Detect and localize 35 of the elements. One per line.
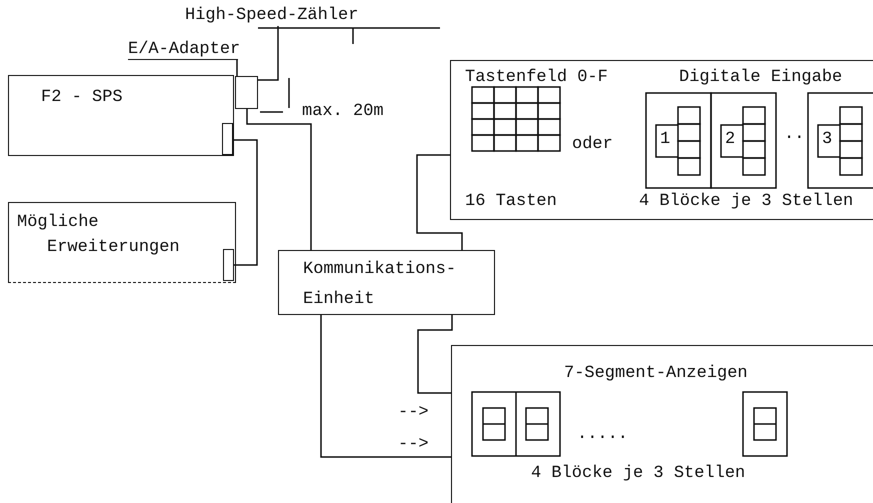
- box-text: Digitale Eingabe: [679, 68, 842, 88]
- box-text: Mögliche Erweiterungen: [17, 212, 181, 259]
- dimension-label: max. 20m: [302, 102, 384, 122]
- box-text: 16 Tasten: [465, 192, 557, 212]
- extension-box: [8, 202, 236, 283]
- box-text: oder: [572, 135, 613, 155]
- panel-heading: 7-Segment-Anzeigen: [564, 364, 748, 384]
- box-text: Kommunikations- Einheit: [303, 259, 458, 311]
- box-text: 4 Blöcke je 3 Stellen: [639, 192, 854, 212]
- connection-line: [320, 315, 451, 458]
- digit-number: 1: [660, 130, 670, 150]
- connector-box: [222, 123, 233, 155]
- box-text: 4 Blöcke je 3 Stellen: [531, 464, 746, 484]
- display-panel-box: [451, 345, 873, 503]
- ellipsis: ..: [784, 125, 804, 145]
- connection-line: [416, 154, 463, 250]
- connection-line: [246, 109, 312, 250]
- arrow-text: -->: [398, 435, 429, 455]
- connector-box: [223, 249, 234, 281]
- box-text: F2 - SPS: [41, 88, 123, 108]
- arrow-text: -->: [398, 403, 429, 423]
- connection-line: [417, 315, 453, 394]
- leader-line: [236, 60, 238, 76]
- connection-line: [233, 139, 258, 266]
- connection-line: [258, 26, 279, 81]
- plc-box: [8, 75, 234, 156]
- communication-unit-box: [278, 250, 495, 315]
- box-text: High-Speed-Zähler: [185, 6, 358, 26]
- digit-number: 2: [725, 130, 736, 150]
- ellipsis: .....: [577, 425, 628, 445]
- panel-heading: Tastenfeld 0-F: [465, 68, 608, 88]
- adapter-box: [235, 76, 258, 109]
- digit-number: 3: [822, 130, 832, 150]
- box-text: E/A-Adapter: [128, 40, 240, 60]
- input-panel-box: [450, 60, 873, 220]
